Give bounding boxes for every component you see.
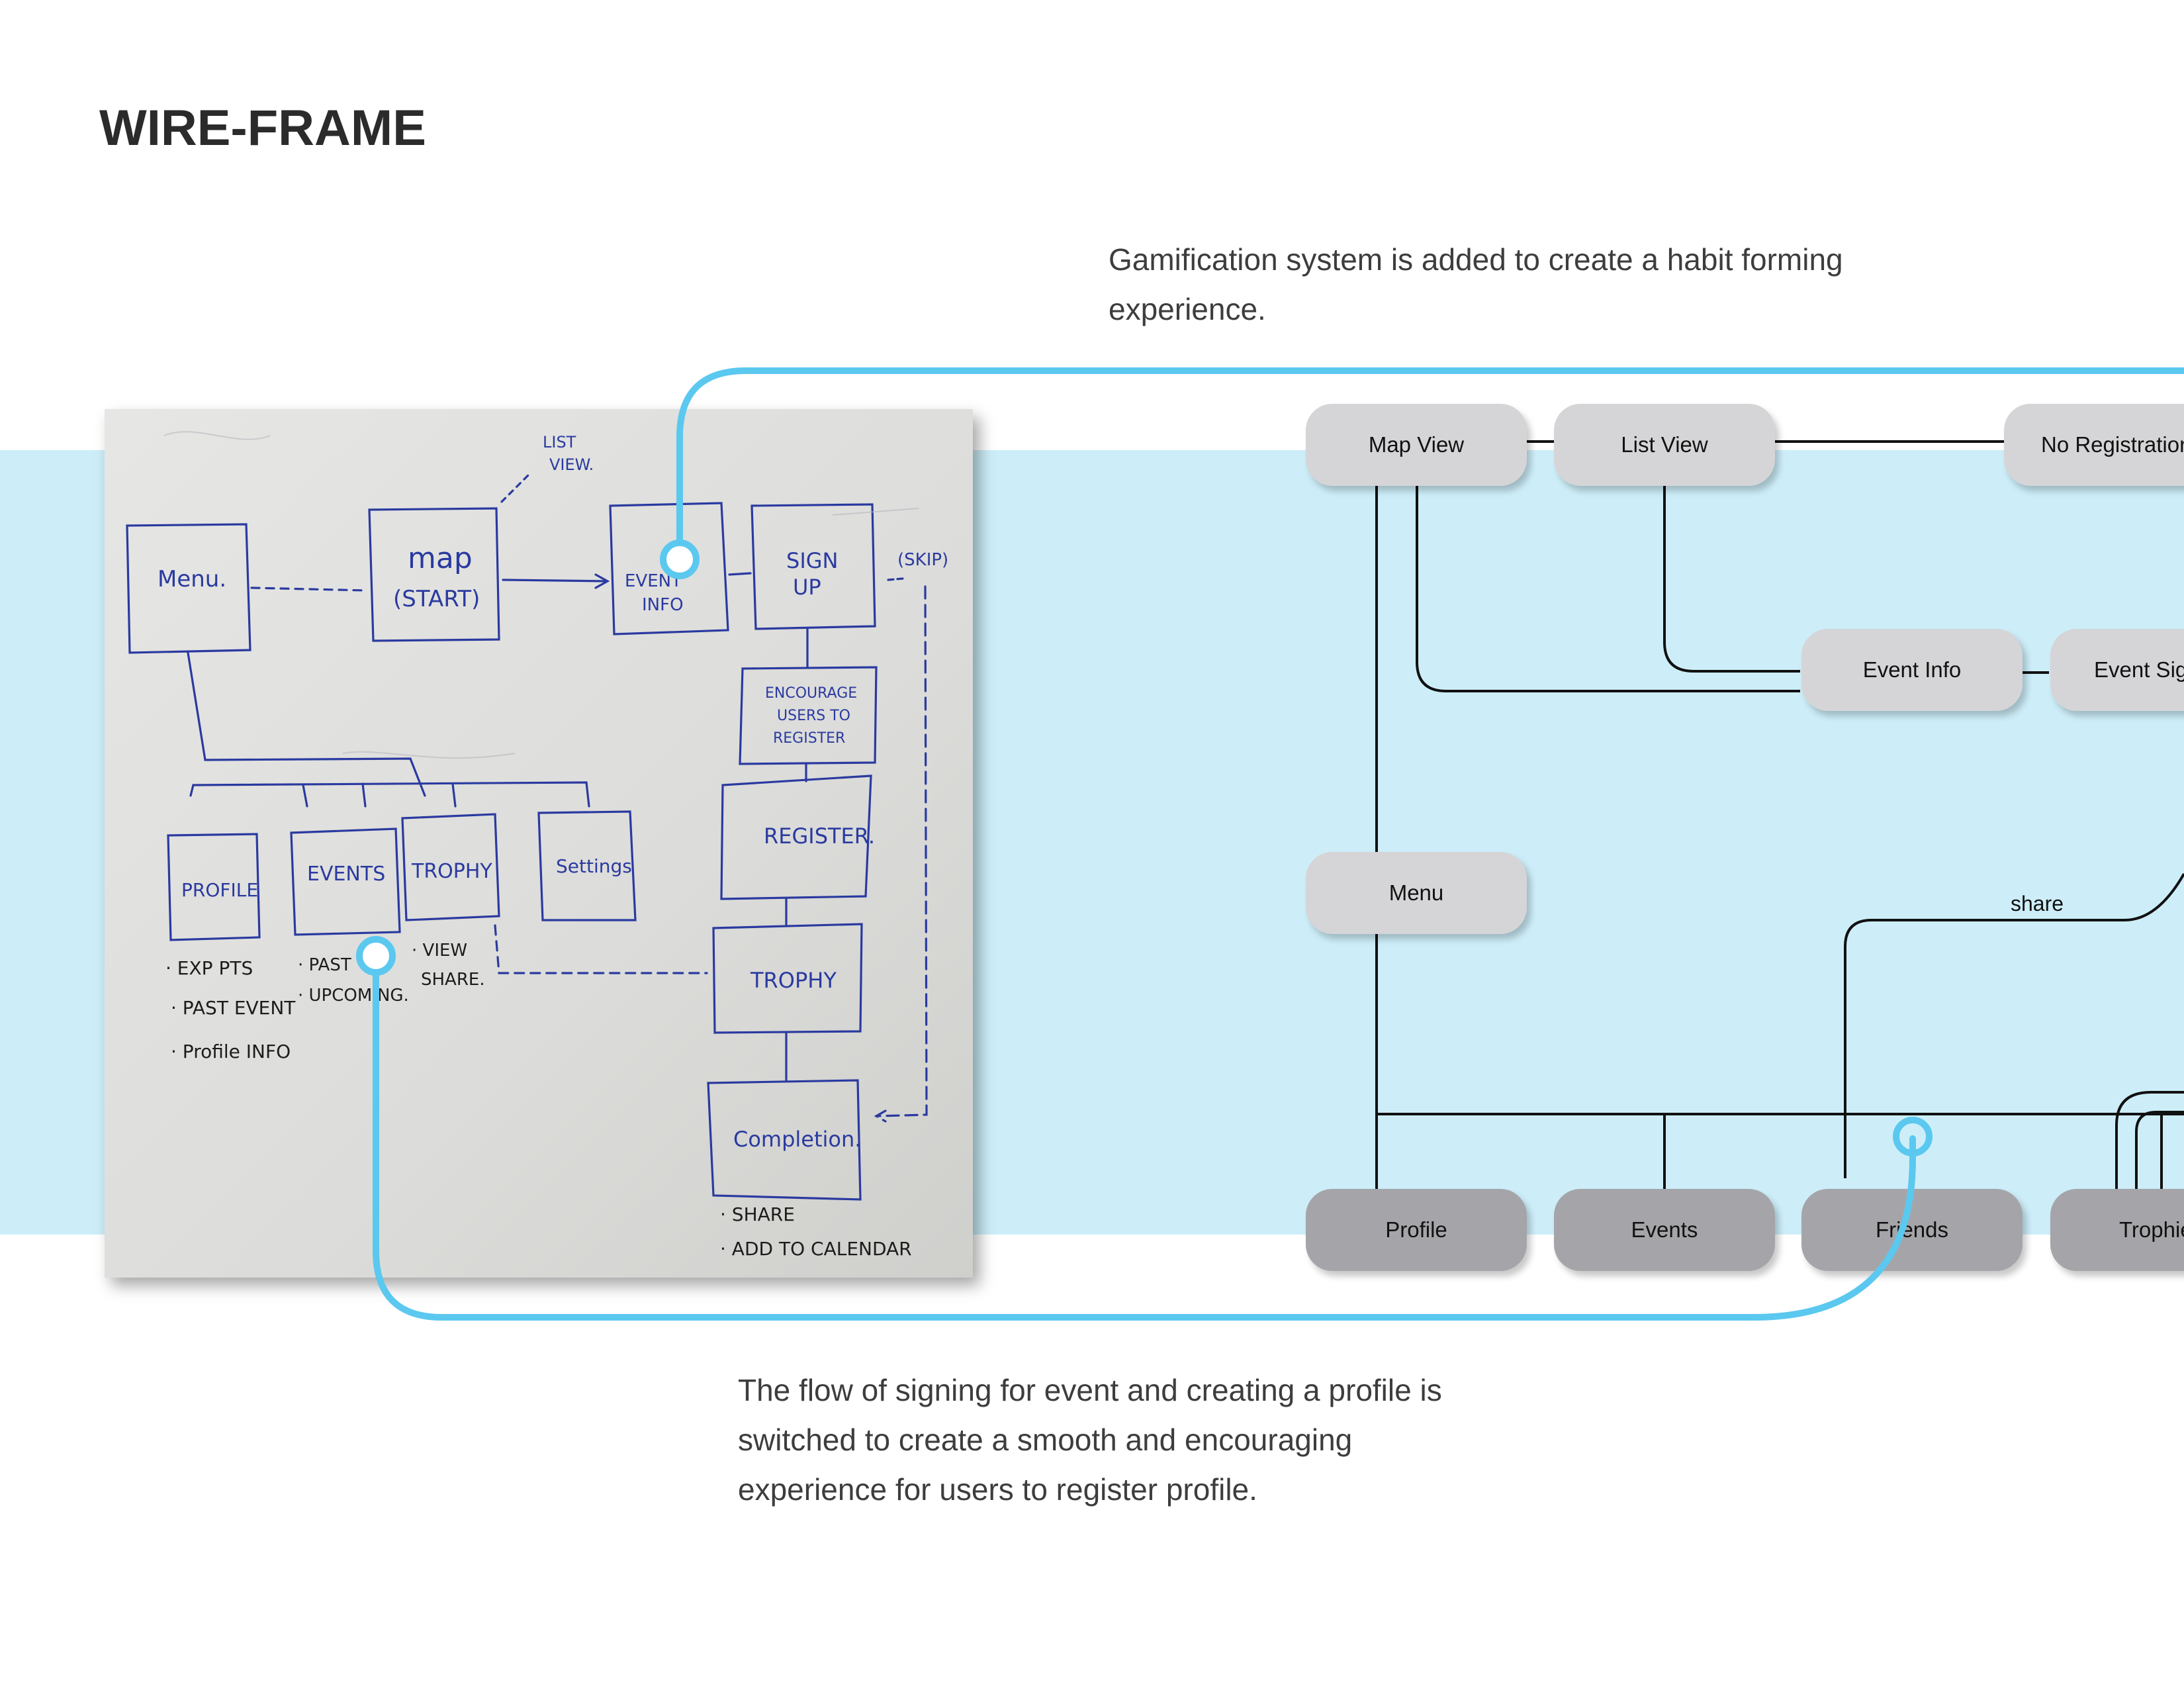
sketch-note-list-2: VIEW. (549, 455, 594, 474)
sketch-note-events-1: · PAST (298, 955, 351, 975)
sketch-label-event-sub: INFO (642, 595, 684, 615)
sketch-dash-listview (500, 474, 529, 503)
edge-trophies-2 (2135, 1111, 2184, 1189)
node-menu: Menu (1306, 852, 1527, 934)
sketch-label-map: map (408, 541, 473, 575)
sketch-label-encourage-1: ENCOURAGE (765, 685, 857, 702)
sketch-dash-menu-map (250, 586, 368, 592)
sketch-note-skip: (SKIP) (897, 550, 948, 570)
sketch-tree (187, 651, 590, 808)
node-list-view: List View (1554, 404, 1775, 486)
sketch-box-profile (167, 833, 261, 941)
sketch-label-events: EVENTS (307, 863, 385, 886)
sketch-box-events (290, 827, 401, 936)
ghost-mark-1 (163, 431, 271, 440)
node-map-view: Map View (1306, 404, 1527, 486)
sketch-box-menu (126, 523, 251, 654)
ghost-mark-2 (342, 751, 516, 759)
edge-trophies-1 (2115, 1091, 2184, 1189)
sketch-label-register: REGISTER. (764, 823, 875, 849)
edge-label-share: share (2011, 892, 2064, 915)
sketch-box-settings (537, 810, 637, 921)
sketch-line-event-signup (728, 572, 752, 576)
sketch-note-profile-3: · Profile INFO (171, 1041, 291, 1062)
sketch-label-map-sub: (START) (393, 586, 480, 612)
page-title: WIRE-FRAME (99, 100, 426, 156)
node-profile: Profile (1306, 1189, 1527, 1271)
sketch-label-profile: PROFILE (181, 879, 258, 901)
node-trophies: Trophies (2050, 1189, 2184, 1271)
sketch-label-signup-sub: UP (793, 575, 821, 600)
edge-listview-eventinfo (1663, 483, 1800, 673)
caption-gamification: Gamification system is added to create a… (1109, 242, 1843, 326)
node-no-registration: No Registration (2004, 404, 2184, 486)
sketch-label-settings: Settings (556, 855, 632, 877)
sketch-note-list-1: LIST (543, 433, 576, 451)
sketch-box-trophy (401, 813, 500, 921)
node-friends: Friends (1801, 1189, 2023, 1271)
sketch-dash-skip (887, 577, 904, 581)
sketch-box-register (720, 774, 872, 900)
edge-mapview-eventinfo (1416, 483, 1800, 692)
sketch-label-encourage-3: REGISTER (773, 730, 845, 747)
sketch-label-encourage-2: USERS TO (777, 708, 850, 724)
edge-share (1844, 873, 2184, 1178)
sketch-box-map (368, 507, 500, 642)
sketch-note-profile-2: · PAST EVENT (171, 997, 296, 1019)
caption-signup-flow: The flow of signing for event and creati… (738, 1373, 1442, 1507)
node-event-sign-up: Event Sign Up (2050, 629, 2184, 711)
sketch-label-signup: SIGN (786, 548, 838, 573)
sketch-note-profile-1: · EXP PTS (165, 957, 253, 979)
sketch-box-encourage (739, 666, 878, 765)
sketch-label-menu: Menu. (158, 566, 226, 592)
sketch-label-trophy: TROPHY (411, 860, 492, 883)
node-events: Events (1554, 1189, 1775, 1271)
sketch-arrow-map-event (502, 573, 610, 589)
node-event-info: Event Info (1801, 629, 2023, 711)
